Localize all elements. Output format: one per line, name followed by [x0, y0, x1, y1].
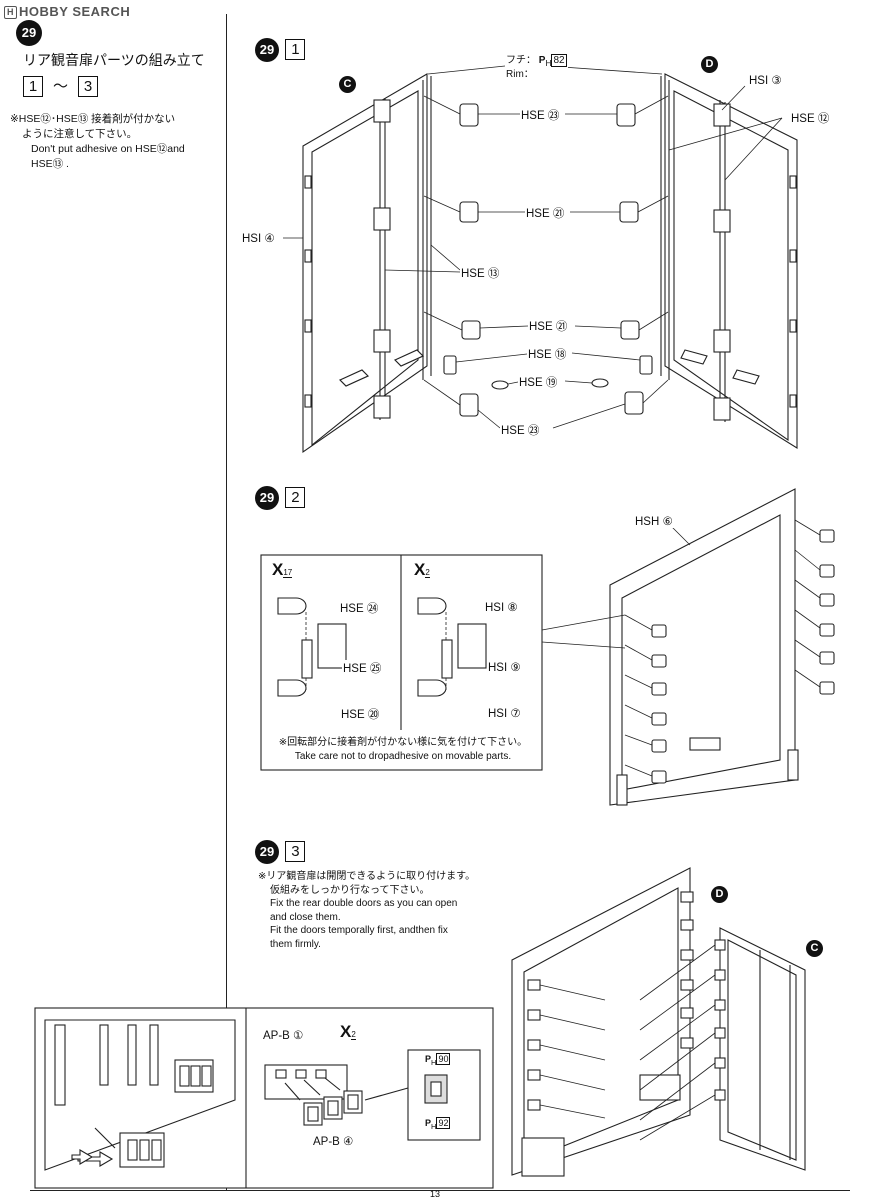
- inset-label-hse24: HSE ㉔: [339, 600, 380, 616]
- sub3-door-d-marker: D: [711, 886, 728, 903]
- inset-right-qty: X2: [414, 560, 430, 579]
- label-hse12: HSE ⑫: [790, 110, 831, 126]
- inset-caution: ※回転部分に接着剤が付かない様に気を付けて下さい。 Take care not …: [278, 737, 528, 762]
- label-hse13: HSE ⑬: [460, 265, 501, 281]
- inset-label-hse20: HSE ⑳: [340, 706, 381, 722]
- label-hse21-low: HSE ㉑: [528, 318, 569, 334]
- sub3-door-c-marker: C: [806, 940, 823, 957]
- label-hsi3: HSI ③: [748, 73, 783, 87]
- inset-left-qty: X17: [272, 560, 293, 579]
- step-title: リア観音扉パーツの組み立て: [23, 52, 205, 68]
- frame-hsh6: [609, 488, 796, 806]
- inset-label-hsi9: HSI ⑨: [487, 660, 522, 674]
- inset-label-hsi7: HSI ⑦: [487, 706, 522, 720]
- label-hse23-top: HSE ㉓: [520, 107, 561, 123]
- label-hsh6: HSH ⑥: [634, 514, 674, 528]
- watermark-logo: H: [4, 6, 17, 19]
- label-apb4: AP-B ④: [312, 1134, 355, 1148]
- door-d-marker: D: [701, 56, 718, 73]
- inset-label-hse25: HSE ㉕: [342, 660, 383, 676]
- sub3-heading: 29 3: [255, 840, 306, 864]
- sidebar-divider: [226, 14, 227, 1190]
- sub3-note: ※リア観音扉は開閉できるように取り付けます。 仮組みをしっかり行なって下さい。 …: [258, 871, 476, 950]
- door-d-frame: [664, 73, 798, 449]
- open-door-c: [719, 927, 806, 1171]
- inset-label-hsi8: HSI ⑧: [484, 600, 519, 614]
- step-number: 29: [16, 20, 42, 46]
- label-hse21-mid: HSE ㉑: [525, 205, 566, 221]
- step-note: ※HSE⑫･HSE⑬ 接着剤が付かない ように注意して下さい。 Don't pu…: [10, 113, 185, 170]
- label-hse23-bot: HSE ㉓: [500, 422, 541, 438]
- label-apb1: AP-B ①: [262, 1028, 305, 1042]
- bottom-qty: X2: [340, 1022, 356, 1041]
- sub1-heading: 29 1: [255, 38, 306, 62]
- sub2-heading: 29 2: [255, 486, 306, 510]
- label-hse19: HSE ⑲: [518, 374, 559, 390]
- watermark-text: HOBBY SEARCH: [19, 4, 131, 19]
- label-hsi4: HSI ④: [241, 231, 276, 245]
- frame-assembled: [511, 867, 691, 1176]
- bottom-rule: [30, 1190, 850, 1191]
- door-c-frame: [302, 73, 428, 454]
- page-number: 13: [430, 1189, 441, 1199]
- step-range: 1～3: [23, 75, 99, 97]
- door-c-marker: C: [339, 76, 356, 93]
- label-hse18: HSE ⑱: [527, 346, 568, 362]
